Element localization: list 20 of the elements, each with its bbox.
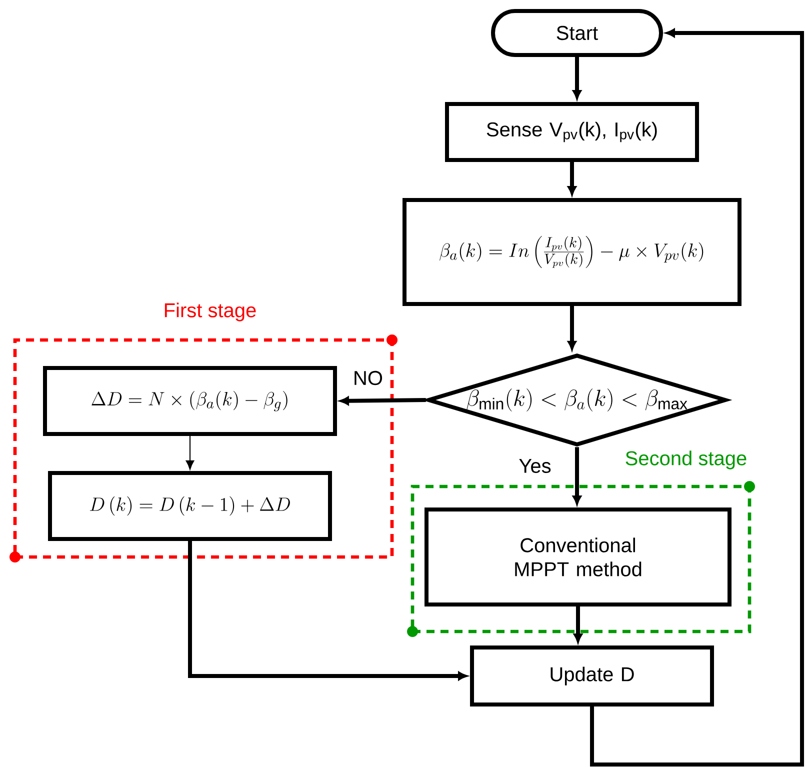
process-box: Conventional MPPT method: [424, 508, 732, 606]
arrow: [186, 436, 194, 470]
edge-label: NO: [352, 370, 384, 386]
arrow: [568, 162, 576, 195]
formula-box: $\Delta D=N\times\left(\beta_a(k)-\beta_g\right)$: [43, 366, 337, 436]
node-label: First stage: [164, 302, 256, 322]
arrow: [340, 396, 426, 406]
node-label: Second stage: [626, 450, 746, 470]
arrow: [572, 57, 582, 99]
process-box: Update D: [470, 646, 714, 706]
formula-box: $\beta_a(k)=In\left(\frac{I_{pv}(k)}{V_{pv}(k)}\right)-\mu\times V_{pv}(k)$: [402, 198, 742, 306]
arrow: [188, 541, 467, 680]
arrow: [572, 447, 582, 504]
arrow: [574, 606, 582, 642]
process-box: Sense V$_{pv}$(k), I$_{pv}$(k): [445, 102, 699, 162]
edge-label: Yes: [517, 458, 553, 474]
start-terminal: Start: [491, 9, 663, 57]
arrow: [590, 28, 804, 766]
formula-box: $D\left(k\right)=D\left(k-1\right)+\Delta D$: [48, 471, 332, 541]
arrow: [568, 306, 576, 350]
